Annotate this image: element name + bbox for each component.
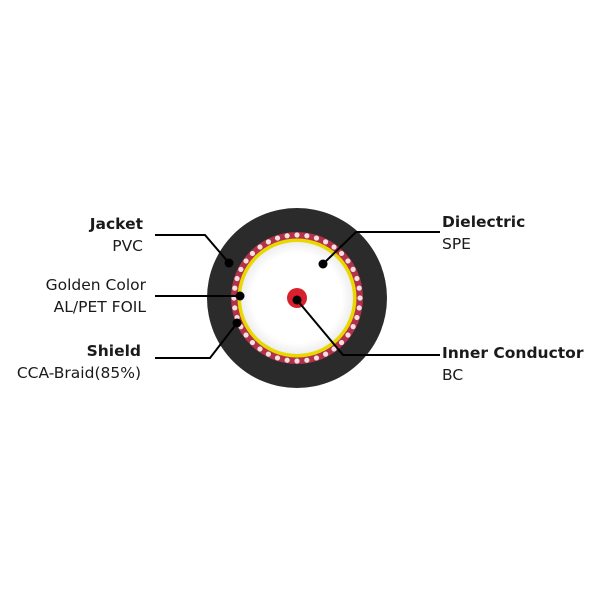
inner-conductor-label: Inner Conductor [442,344,584,362]
foil-label-line2: AL/PET FOIL [53,298,146,316]
braid-strand-dot [350,324,356,330]
dielectric-leader-line [322,231,440,265]
braid-strand-dot [294,358,300,364]
braid-strand-dot [357,295,363,301]
jacket-leader-line [155,234,230,264]
braid-strand-dot [350,266,356,272]
braid-strand-dot [354,314,360,321]
braid-strand-dot [356,285,362,291]
braid-strand-dot [323,351,329,357]
braid-strand-dot [331,244,337,250]
braid-strands [231,232,363,364]
braid-strand-dot [304,357,310,363]
jacket-label: Jacket [89,215,143,233]
braid-strand-dot [265,351,271,357]
jacket-pointer-dot [224,258,234,268]
foil-pointer-dot [235,291,245,301]
braid-strand-dot [243,258,249,264]
braid-strand-dot [313,355,320,361]
braid-strand-dot [345,258,351,264]
braid-strand-dot [257,244,263,250]
braid-strand-dot [243,332,249,338]
braid-strand-dot [284,357,290,363]
braid-strand-dot [338,339,345,346]
braid-strand-dot [257,346,263,352]
shield-pointer-dot [232,318,242,328]
braid-strand-dot [331,346,337,352]
shield-label: Shield [86,342,141,360]
dielectric-pointer-dot [318,259,328,269]
braid-strand-dot [249,339,256,346]
braid-strand-dot [238,266,244,272]
inner-conductor-material: BC [442,366,464,384]
braid-strand-dot [345,332,351,338]
braid-strand-dot [274,355,281,361]
braid-strand-dot [323,239,329,245]
braid-strand-dot [304,233,310,239]
braid-strand-dot [265,239,271,245]
jacket-material: PVC [112,237,143,255]
braid-strand-dot [354,275,360,282]
inner-conductor-leader-line [296,299,440,356]
dielectric-material: SPE [442,235,471,253]
dielectric-label: Dielectric [442,213,526,231]
inner-conductor-pointer-dot [292,295,302,305]
braid-strand-dot [234,275,240,282]
braid-strand-dot [313,235,320,241]
braid-strand-dot [338,250,345,257]
braid-strand-dot [274,235,281,241]
braid-strand-dot [232,305,238,311]
shield-material: CCA-Braid(85%) [16,364,141,382]
foil-label-line1: Golden Color [45,276,146,294]
braid-strand-dot [232,285,238,291]
braid-strand-dot [294,232,300,238]
braid-strand-dot [356,305,362,311]
braid-strand-dot [284,233,290,239]
braid-strand-dot [249,250,256,257]
shield-leader-line [155,322,238,359]
